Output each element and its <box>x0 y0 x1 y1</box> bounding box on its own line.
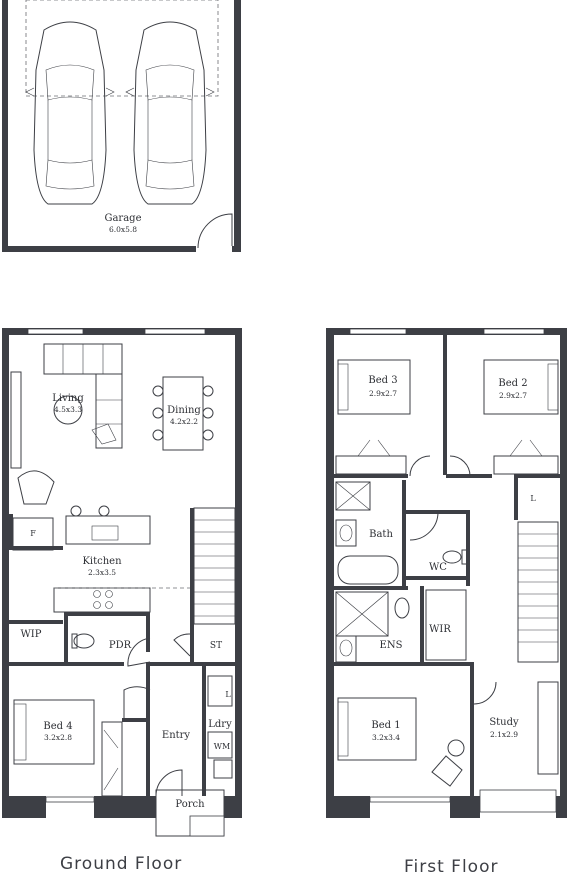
ldry-label: Ldry <box>208 719 232 730</box>
dining-dim: 4.2x2.2 <box>170 417 198 426</box>
ens-label: ENS <box>380 640 403 651</box>
bed1-label: Bed 1 <box>371 720 400 731</box>
bath-label: Bath <box>369 529 393 540</box>
entry-label: Entry <box>162 730 191 741</box>
study-label: Study <box>489 717 519 728</box>
wir-label: WIR <box>429 624 451 635</box>
living-label: Living <box>52 393 84 404</box>
ground-floor-title: Ground Floor <box>60 854 183 874</box>
study-dim: 2.1x2.9 <box>490 730 518 739</box>
car-icon <box>125 21 215 205</box>
wip-label: WIP <box>21 629 42 640</box>
dining-label: Dining <box>167 405 201 416</box>
porch-label: Porch <box>175 799 205 810</box>
bed3-label: Bed 3 <box>368 375 397 386</box>
bed2-label: Bed 2 <box>498 378 527 389</box>
garage-plan: Garage 6.0x5.8 <box>2 0 241 252</box>
first-floor-plan: Bed 3 2.9x2.7 Bed 2 2.9x2.7 L Bath WC WI… <box>326 328 567 818</box>
st-label: ST <box>210 641 222 651</box>
l-label: L <box>530 494 536 503</box>
bed3-dim: 2.9x2.7 <box>369 389 397 398</box>
bed1-dim: 3.2x3.4 <box>372 733 400 742</box>
bed4-label: Bed 4 <box>43 721 72 732</box>
kitchen-label: Kitchen <box>82 556 122 567</box>
garage-label: Garage <box>104 213 141 224</box>
fridge-label: F <box>30 529 36 538</box>
wm-label: WM <box>214 742 230 751</box>
wc-label: WC <box>429 562 447 573</box>
kitchen-dim: 2.3x3.5 <box>88 568 116 577</box>
l-label: L <box>225 690 231 699</box>
bed2-dim: 2.9x2.7 <box>499 391 527 400</box>
ground-floor-plan: F <box>2 328 242 837</box>
garage-dim: 6.0x5.8 <box>109 225 137 234</box>
bed4-dim: 3.2x2.8 <box>44 733 72 742</box>
pdr-label: PDR <box>109 640 132 651</box>
car-icon <box>25 21 115 205</box>
first-floor-title: First Floor <box>404 857 499 877</box>
living-dim: 4.5x3.3 <box>54 405 82 414</box>
